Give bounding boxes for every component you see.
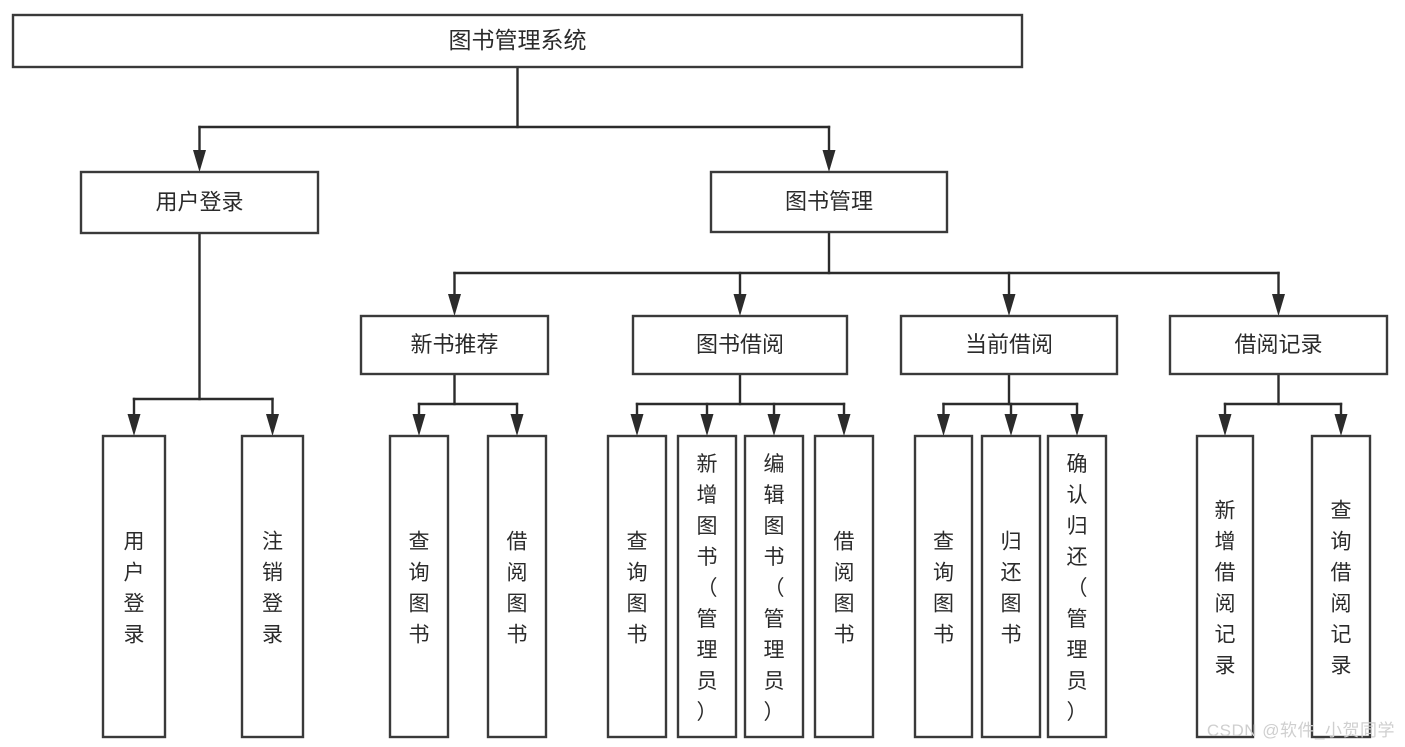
node-label: 确认归还（管理员） <box>1067 453 1088 724</box>
arrow-head-icon <box>127 414 141 436</box>
node-box <box>359 314 550 376</box>
arrow-head-icon <box>1004 414 1018 436</box>
connector-group-root <box>193 65 836 172</box>
node-label: 借阅图书 <box>834 531 855 647</box>
node-book-borrow[interactable]: 图书借阅 <box>631 314 849 376</box>
node-leaf-borrow-book[interactable]: 借阅图书 <box>813 434 875 739</box>
node-box <box>79 170 320 235</box>
arrow-head-icon <box>937 414 950 436</box>
node-leaf-add-book[interactable]: 新增图书（管理员） <box>676 434 738 739</box>
node-box <box>486 434 548 739</box>
node-label: 注销登录 <box>262 531 283 647</box>
node-label: 用户登录 <box>124 531 145 647</box>
arrow-head-icon <box>510 414 524 436</box>
node-label: 借阅记录 <box>1234 332 1322 357</box>
node-box <box>709 170 949 234</box>
node-label: 查询借阅记录 <box>1331 500 1352 678</box>
connector-group-borrow-record <box>1218 372 1348 436</box>
node-label: 图书管理系统 <box>449 27 587 53</box>
node-label: 新增借阅记录 <box>1215 500 1236 678</box>
node-leaf-confirm-return[interactable]: 确认归还（管理员） <box>1046 434 1108 739</box>
arrow-head-icon <box>412 414 426 436</box>
node-user-login[interactable]: 用户登录 <box>79 170 320 235</box>
node-label: 图书管理 <box>785 189 873 214</box>
node-box <box>743 434 805 739</box>
node-box <box>11 13 1024 69</box>
arrow-head-icon <box>448 294 461 316</box>
node-label: 编辑图书（管理员） <box>764 453 785 724</box>
node-leaf-logout[interactable]: 注销登录 <box>240 434 305 739</box>
node-borrow-record[interactable]: 借阅记录 <box>1168 314 1389 376</box>
node-label: 借阅图书 <box>507 531 528 647</box>
node-box <box>240 434 305 739</box>
node-box <box>1046 434 1108 739</box>
node-root[interactable]: 图书管理系统 <box>11 13 1024 69</box>
node-box <box>606 434 668 739</box>
node-box <box>1168 314 1389 376</box>
arrow-head-icon <box>1070 414 1084 436</box>
connector-group-book-management <box>448 230 1285 316</box>
node-label: 当前借阅 <box>965 332 1053 357</box>
node-label: 新增图书（管理员） <box>697 453 718 724</box>
node-box <box>1195 434 1255 739</box>
node-book-management[interactable]: 图书管理 <box>709 170 949 234</box>
node-leaf-query-book-borrow[interactable]: 查询图书 <box>606 434 668 739</box>
node-new-book-recommend[interactable]: 新书推荐 <box>359 314 550 376</box>
connector-group-new-book-recommend <box>412 372 524 436</box>
node-box <box>913 434 974 739</box>
arrow-head-icon <box>1218 414 1232 436</box>
arrow-head-icon <box>1272 294 1285 316</box>
arrow-head-icon <box>767 414 781 436</box>
arrow-head-icon <box>822 150 836 172</box>
node-box <box>899 314 1119 376</box>
node-box <box>388 434 450 739</box>
node-label: 查询图书 <box>933 531 954 647</box>
node-leaf-borrow-book-recommend[interactable]: 借阅图书 <box>486 434 548 739</box>
connector-layer <box>127 65 1348 436</box>
node-box <box>631 314 849 376</box>
arrow-head-icon <box>1002 294 1016 316</box>
node-layer: 图书管理系统用户登录图书管理新书推荐图书借阅当前借阅借阅记录用户登录注销登录查询… <box>11 13 1389 739</box>
watermark: CSDN @软件_小贺同学 <box>1206 721 1395 740</box>
node-label: 新书推荐 <box>410 332 498 357</box>
node-leaf-query-book-recommend[interactable]: 查询图书 <box>388 434 450 739</box>
arrow-head-icon <box>733 294 747 316</box>
node-label: 归还图书 <box>1001 531 1022 647</box>
node-box <box>676 434 738 739</box>
node-box <box>980 434 1042 739</box>
node-label: 图书借阅 <box>696 332 784 357</box>
connector-group-user-login <box>127 231 279 436</box>
arrow-head-icon <box>700 414 714 436</box>
arrow-head-icon <box>837 414 851 436</box>
node-box <box>101 434 167 739</box>
node-box <box>813 434 875 739</box>
connector-group-current-borrow <box>937 372 1084 436</box>
arrow-head-icon <box>266 414 279 436</box>
node-label: 用户登录 <box>155 189 243 214</box>
arrow-head-icon <box>1334 414 1348 436</box>
node-leaf-add-borrow-record[interactable]: 新增借阅记录 <box>1195 434 1255 739</box>
node-box <box>1310 434 1372 739</box>
arrow-head-icon <box>630 414 644 436</box>
arrow-head-icon <box>193 150 206 172</box>
node-label: 查询图书 <box>627 531 648 647</box>
node-label: 查询图书 <box>409 531 430 647</box>
node-leaf-query-borrow-record[interactable]: 查询借阅记录 <box>1310 434 1372 739</box>
node-leaf-query-book-current[interactable]: 查询图书 <box>913 434 974 739</box>
node-leaf-edit-book[interactable]: 编辑图书（管理员） <box>743 434 805 739</box>
node-current-borrow[interactable]: 当前借阅 <box>899 314 1119 376</box>
node-leaf-return-book[interactable]: 归还图书 <box>980 434 1042 739</box>
connector-group-book-borrow <box>630 372 851 436</box>
node-leaf-user-login[interactable]: 用户登录 <box>101 434 167 739</box>
